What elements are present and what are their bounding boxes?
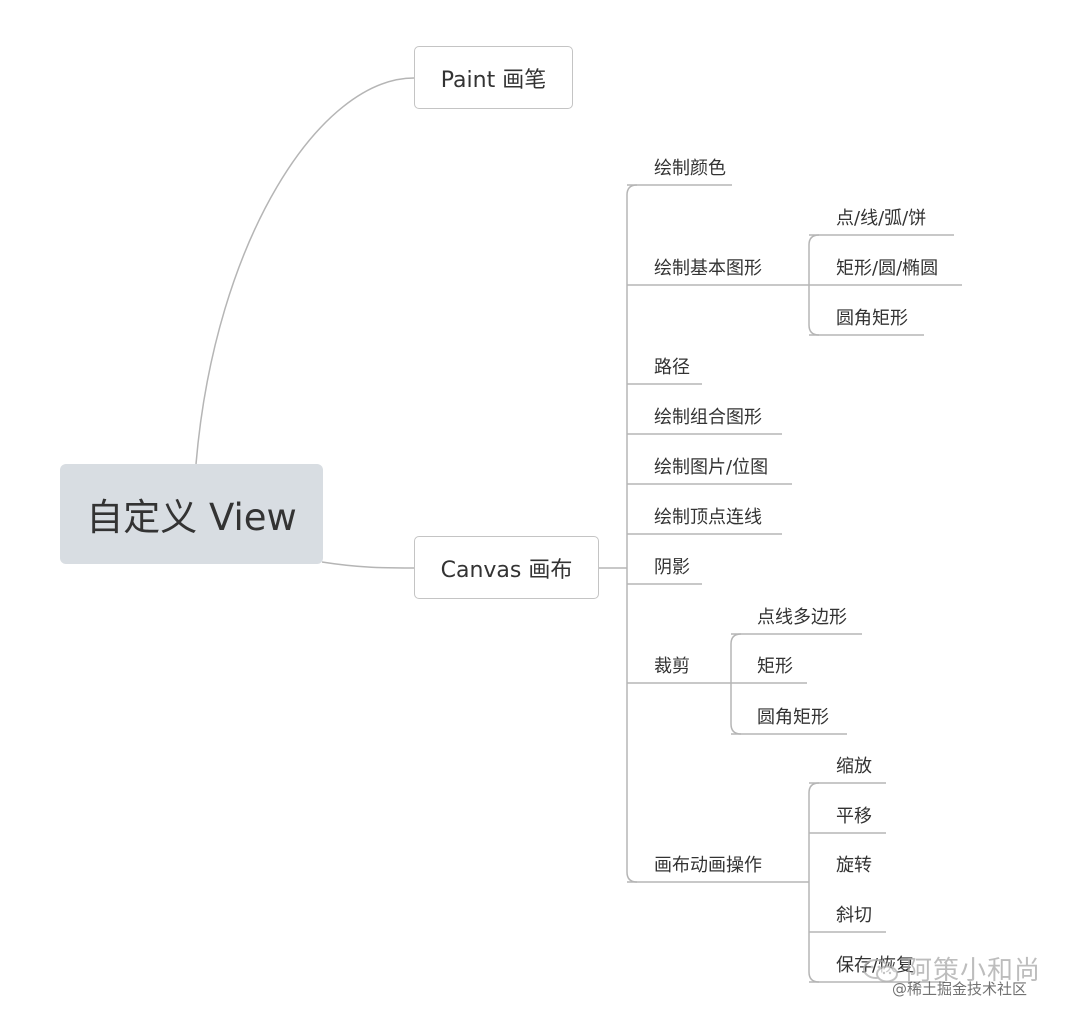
wechat-icon [863, 959, 898, 983]
branch-paint-label: Paint 画笔 [440, 67, 547, 93]
root-node-label: 自定义 View [86, 496, 297, 539]
topic-draw-combined-shapes[interactable]: 绘制组合图形 [654, 407, 762, 428]
topic-draw-bitmap[interactable]: 绘制图片/位图 [654, 457, 769, 478]
watermark: 阿策小和尚 @稀土掘金技术社区 [862, 956, 1062, 1004]
watermark-source: @稀土掘金技术社区 [892, 980, 1028, 998]
connector-root-canvas [321, 561, 415, 569]
topic-shadow[interactable]: 阴影 [654, 557, 690, 578]
branch-paint[interactable]: Paint 画笔 [414, 46, 573, 109]
connector-root-paint [195, 77, 415, 465]
watermark-account: 阿策小和尚 [906, 956, 1042, 986]
subtopic-clip-round-rect[interactable]: 圆角矩形 [757, 707, 829, 728]
topic-clip[interactable]: 裁剪 [654, 656, 690, 677]
subtopic-clip-rect[interactable]: 矩形 [757, 656, 793, 677]
topic-draw-color[interactable]: 绘制颜色 [654, 158, 726, 179]
subtopic-clip-polygon[interactable]: 点线多边形 [757, 607, 847, 628]
subtopic-skew[interactable]: 斜切 [836, 905, 872, 926]
clip-connectors [702, 633, 862, 735]
topic-draw-basic-shapes[interactable]: 绘制基本图形 [654, 258, 762, 279]
subtopic-rect-circle-oval[interactable]: 矩形/圆/椭圆 [836, 258, 939, 279]
topic-canvas-animation[interactable]: 画布动画操作 [654, 855, 762, 876]
root-node[interactable]: 自定义 View [60, 464, 323, 564]
subtopic-rotate[interactable]: 旋转 [836, 855, 872, 876]
subtopic-scale[interactable]: 缩放 [836, 756, 872, 777]
subtopic-point-line-arc-pie[interactable]: 点/线/弧/饼 [836, 208, 927, 229]
subtopic-translate[interactable]: 平移 [836, 806, 872, 827]
branch-canvas-label: Canvas 画布 [440, 557, 573, 583]
branch-canvas[interactable]: Canvas 画布 [414, 536, 599, 599]
canvas-level1-connectors [599, 184, 792, 883]
canvas-animation-connectors [787, 782, 945, 983]
topic-draw-vertices[interactable]: 绘制顶点连线 [654, 507, 762, 528]
subtopic-round-rect[interactable]: 圆角矩形 [836, 308, 908, 329]
basic-shapes-connectors [787, 234, 962, 336]
topic-path[interactable]: 路径 [654, 357, 690, 378]
